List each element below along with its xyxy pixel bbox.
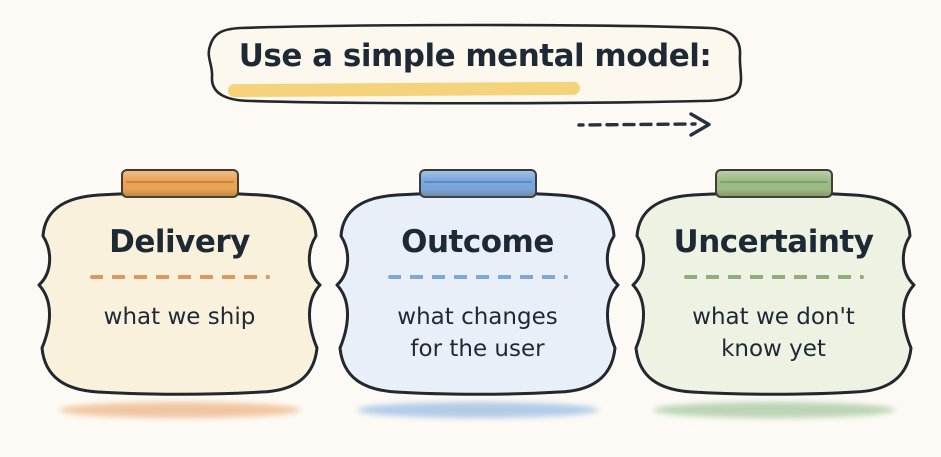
card-divider [683, 275, 864, 279]
card-outcome: Outcome what changes for the user [335, 157, 620, 437]
card-shadow [653, 402, 895, 418]
card-shape [37, 191, 322, 396]
card-delivery: Delivery what we ship [37, 157, 322, 437]
card-shadow [59, 402, 301, 418]
tape-tab [120, 169, 239, 198]
tape-tab [418, 169, 537, 198]
card-divider [387, 275, 568, 279]
tape-tab [714, 169, 833, 198]
card-shape [335, 191, 620, 396]
title-banner: Use a simple mental model: [202, 22, 748, 106]
card-description: what we ship [103, 304, 256, 330]
card-shadow [357, 402, 599, 418]
card-description: what we don't know yet [692, 304, 855, 362]
card-description: what changes for the user [397, 304, 558, 362]
card-title: Uncertainty [673, 224, 874, 260]
card-divider [89, 275, 270, 279]
card-uncertainty: Uncertainty what we don't know yet [631, 157, 916, 437]
card-title: Outcome [401, 224, 554, 260]
card-title: Delivery [109, 224, 250, 260]
banner-title: Use a simple mental model: [238, 38, 712, 74]
card-shape [631, 191, 916, 396]
flow-arrow-icon [577, 112, 711, 137]
